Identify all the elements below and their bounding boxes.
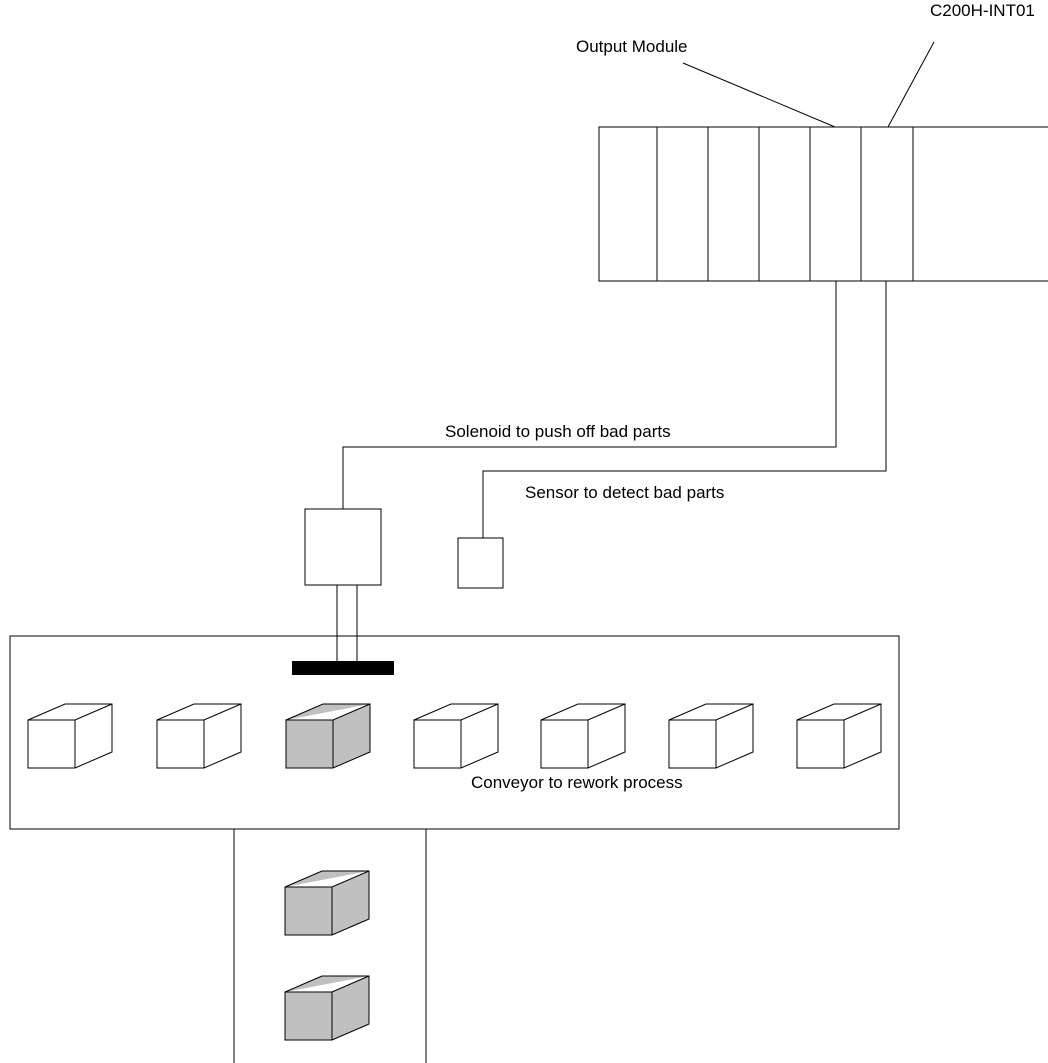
rework-conveyor-label: Conveyor to rework process [471, 773, 683, 792]
sensor-wire [482, 281, 887, 538]
part-box-2 [156, 703, 242, 769]
pusher-bar [292, 661, 394, 675]
output-module-leader [682, 62, 836, 128]
solenoid-wire [342, 281, 837, 509]
part-box-5 [540, 703, 626, 769]
module-id-label: C200H-INT01 [930, 1, 1035, 20]
solenoid-label: Solenoid to push off bad parts [445, 422, 671, 441]
part-box-6 [668, 703, 754, 769]
rework-part-box-2 [284, 975, 370, 1041]
main-conveyor [9, 635, 900, 830]
module-id-leader [887, 41, 935, 128]
part-box-3-bad [285, 703, 371, 769]
output-module-label: Output Module [576, 37, 688, 56]
rework-part-box-1 [284, 870, 370, 936]
part-box-7 [796, 703, 882, 769]
part-box-1 [27, 703, 113, 769]
sensor-label: Sensor to detect bad parts [525, 483, 724, 502]
sensor [457, 537, 504, 589]
parts-layer [27, 703, 882, 1041]
plc-rack [598, 126, 1048, 282]
part-box-4 [413, 703, 499, 769]
rework-conveyor [233, 829, 427, 1063]
solenoid [304, 508, 382, 663]
